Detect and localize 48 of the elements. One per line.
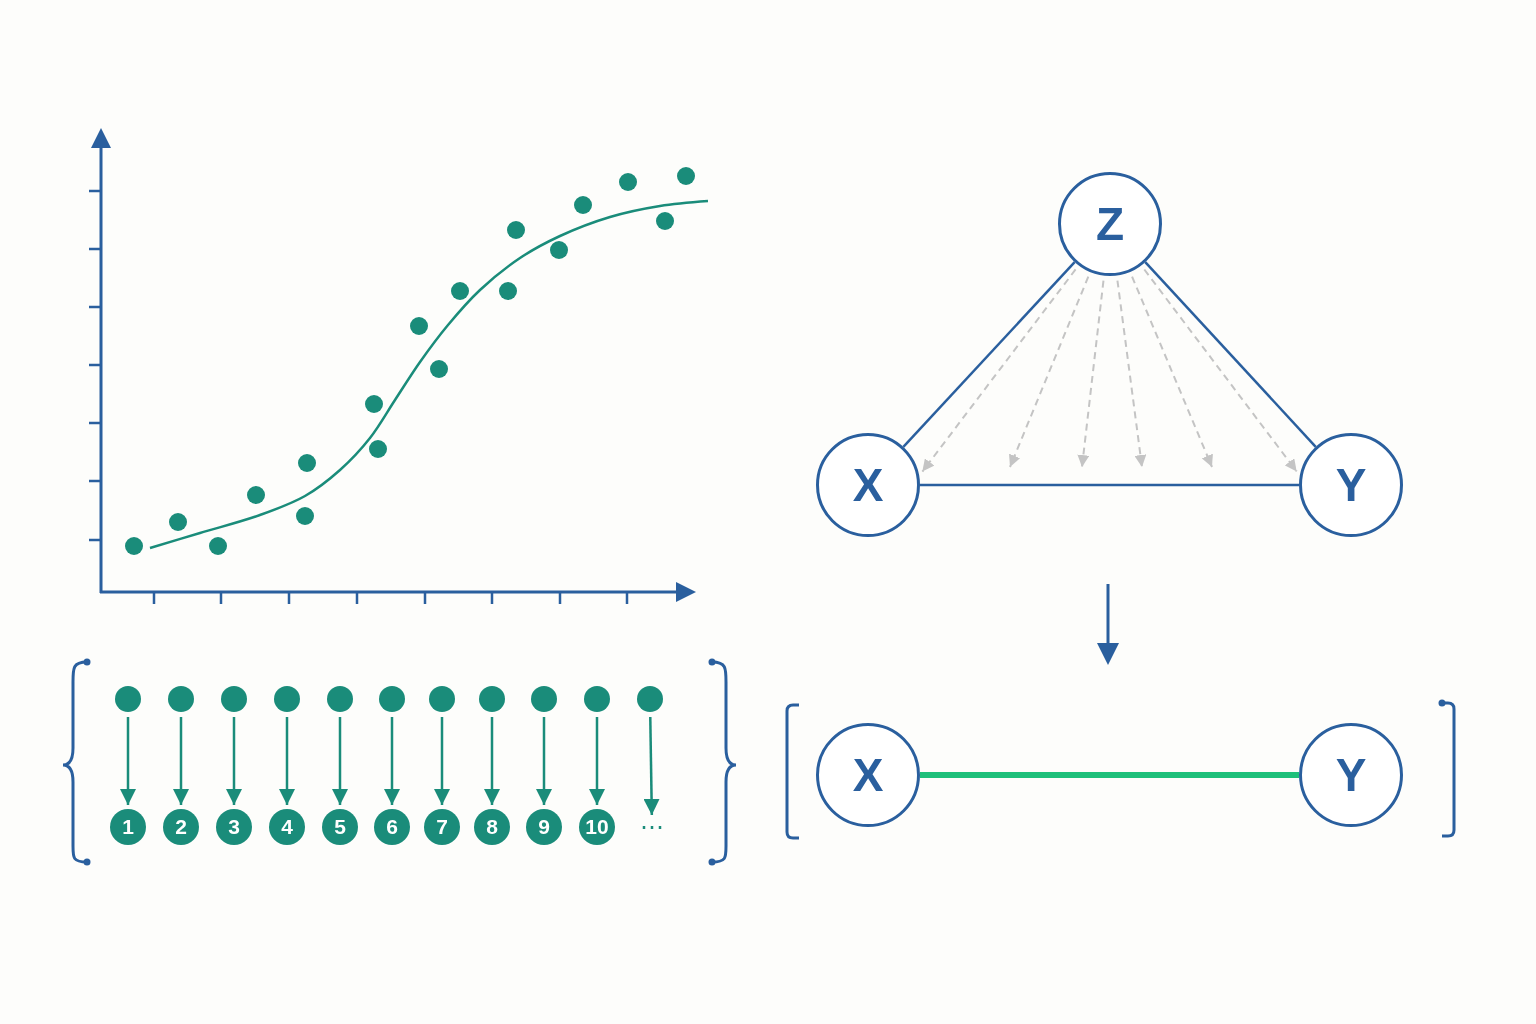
ellipsis: ⋯	[632, 819, 672, 835]
arrow	[120, 717, 136, 805]
variable-node: Z	[1058, 172, 1162, 276]
dashed-arrow	[1131, 275, 1213, 468]
dot	[327, 686, 353, 712]
numbered-circle: 9	[526, 809, 562, 845]
numbered-circle: 4	[269, 809, 305, 845]
dot	[274, 686, 300, 712]
dot	[168, 686, 194, 712]
arrow	[226, 717, 242, 805]
dashed-arrow	[1009, 275, 1090, 468]
dot	[584, 686, 610, 712]
dot	[637, 686, 663, 712]
connector-line	[902, 261, 1076, 448]
numbered-circle: 8	[474, 809, 510, 845]
variable-node: X	[816, 433, 920, 537]
numbered-circle: 3	[216, 809, 252, 845]
arrow	[643, 716, 660, 815]
numbered-circle: 2	[163, 809, 199, 845]
variable-node: Y	[1299, 433, 1403, 537]
dashed-arrow	[921, 268, 1077, 473]
connector-line	[1144, 261, 1317, 448]
numbered-circle: 10	[579, 809, 615, 845]
dot	[115, 686, 141, 712]
arrow	[536, 717, 552, 805]
connector-line	[920, 483, 1299, 487]
arrow	[434, 717, 450, 805]
connector-line	[920, 772, 1299, 778]
numbered-circle: 7	[424, 809, 460, 845]
numbered-circle: 6	[374, 809, 410, 845]
numbered-circle: 1	[110, 809, 146, 845]
arrow	[173, 717, 189, 805]
arrow	[332, 717, 348, 805]
dashed-arrow	[1143, 268, 1298, 473]
variable-node: X	[816, 723, 920, 827]
arrow	[384, 717, 400, 805]
dashed-arrow	[1077, 279, 1105, 468]
arrow	[589, 717, 605, 805]
dot	[479, 686, 505, 712]
dot	[221, 686, 247, 712]
variable-node: Y	[1299, 723, 1403, 827]
dashed-arrow	[1116, 279, 1147, 468]
numbered-circle: 5	[322, 809, 358, 845]
arrow	[279, 717, 295, 805]
arrow	[484, 717, 500, 805]
dot	[379, 686, 405, 712]
dot	[429, 686, 455, 712]
dot	[531, 686, 557, 712]
